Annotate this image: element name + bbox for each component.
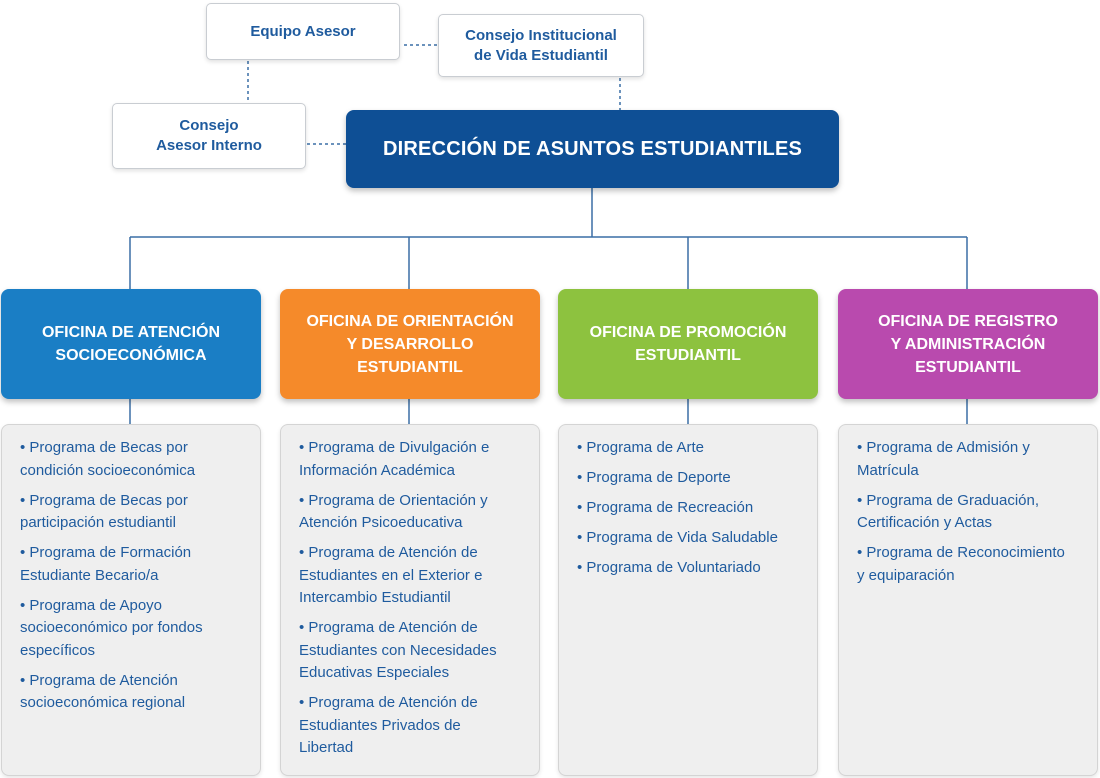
programs-panel-orientacion-desarrollo: • Programa de Divulgación e Información … [280, 424, 540, 776]
programs-panel-registro-administracion: • Programa de Admisión y Matrícula • Pro… [838, 424, 1098, 776]
program-item: • Programa de Vida Saludable [577, 529, 778, 546]
consejo-asesor-interno-box: Consejo Asesor Interno [112, 103, 306, 169]
programs-panel-atencion-socioeconomica: • Programa de Becas por condición socioe… [1, 424, 261, 776]
office-box-registro-administracion: OFICINA DE REGISTRO Y ADMINISTRACIÓN EST… [838, 289, 1098, 399]
program-item: • Programa de Recreación [577, 499, 754, 516]
program-list: • Programa de Admisión y Matrícula • Pro… [857, 437, 1085, 587]
program-item: • Programa de Apoyo socioeconómico por f… [20, 596, 203, 659]
programs-panel-promocion-estudiantil: • Programa de Arte • Programa de Deporte… [558, 424, 818, 776]
direccion-box: DIRECCIÓN DE ASUNTOS ESTUDIANTILES [346, 110, 839, 188]
program-item: • Programa de Divulgación e Información … [299, 439, 490, 479]
consejo-institucional-box: Consejo Institucional de Vida Estudianti… [438, 14, 644, 77]
office-box-atencion-socioeconomica: OFICINA DE ATENCIÓN SOCIOECONÓMICA [1, 289, 261, 399]
program-item: • Programa de Atención de Estudiantes co… [299, 619, 497, 681]
program-item: • Programa de Arte [577, 439, 704, 456]
equipo-asesor-box: Equipo Asesor [206, 3, 400, 60]
program-item: • Programa de Orientación y Atención Psi… [299, 491, 488, 532]
program-item: • Programa de Deporte [577, 469, 731, 486]
program-list: • Programa de Divulgación e Información … [299, 437, 527, 760]
program-item: • Programa de Becas por participación es… [20, 491, 188, 532]
program-item: • Programa de Reconocimiento y equiparac… [857, 544, 1065, 584]
program-item: • Programa de Atención socioeconómica re… [20, 671, 186, 712]
program-item: • Programa de Atención de Estudiantes en… [299, 544, 483, 606]
program-item: • Programa de Voluntariado [577, 559, 761, 576]
office-box-orientacion-desarrollo: OFICINA DE ORIENTACIÓN Y DESARROLLO ESTU… [280, 289, 540, 399]
program-item: • Programa de Atención de Estudiantes Pr… [299, 694, 478, 756]
program-item: • Programa de Graduación, Certificación … [857, 491, 1040, 532]
office-box-promocion-estudiantil: OFICINA DE PROMOCIÓN ESTUDIANTIL [558, 289, 818, 399]
program-item: • Programa de Admisión y Matrícula [857, 439, 1030, 479]
program-item: • Programa de Becas por condición socioe… [20, 439, 196, 479]
program-list: • Programa de Becas por condición socioe… [20, 437, 248, 715]
program-list: • Programa de Arte • Programa de Deporte… [577, 437, 805, 580]
program-item: • Programa de Formación Estudiante Becar… [20, 544, 192, 584]
